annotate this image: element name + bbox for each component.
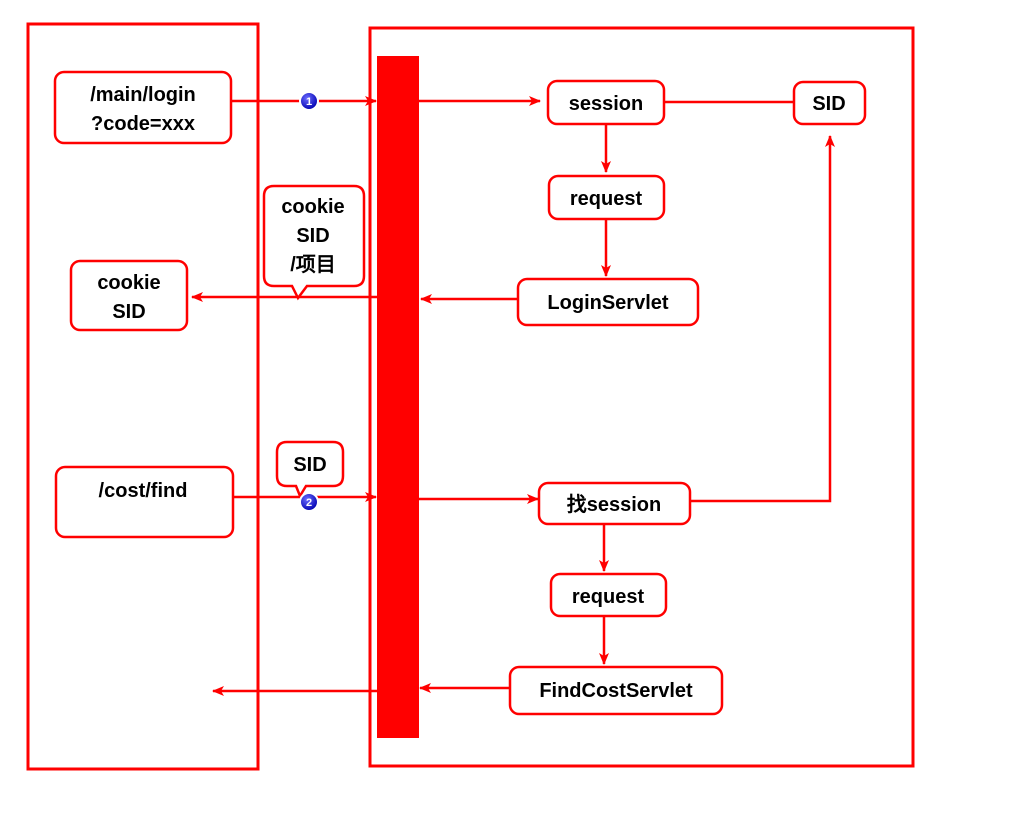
client-panel (26, 22, 260, 771)
step-2-number: 2 (306, 497, 312, 509)
arrow-find-session-to-sid (690, 135, 835, 503)
client-cookie-line1: cookie (97, 272, 160, 294)
request-box-1: request (547, 174, 666, 221)
response-cookie-callout: cookie SID /项目 (262, 184, 366, 301)
find-cost-servlet-label: FindCostServlet (539, 680, 693, 702)
find-request-box: /cost/find (54, 465, 235, 539)
login-servlet-box: LoginServlet (516, 277, 700, 327)
login-url-line1: /main/login (90, 84, 196, 106)
find-cost-servlet-box: FindCostServlet (508, 665, 724, 716)
sid-box: SID (792, 80, 867, 126)
login-request-box: /main/login ?code=xxx (53, 70, 233, 145)
find-session-label: 找session (567, 492, 661, 516)
step-marker-1: 1 (299, 91, 319, 111)
callout-cookie-line1: cookie (281, 196, 344, 218)
callout-sid: SID (293, 454, 326, 476)
client-cookie-box: cookie SID (69, 259, 189, 332)
callout-cookie-line3: /项目 (290, 253, 336, 276)
server-panel (368, 26, 915, 768)
session-label: session (569, 93, 643, 115)
request-2-label: request (572, 586, 645, 608)
client-cookie-line2: SID (112, 301, 145, 323)
request-sid-callout: SID (275, 440, 345, 499)
callout-cookie-line2: SID (296, 225, 329, 247)
login-url-line2: ?code=xxx (91, 113, 195, 135)
step-1-number: 1 (306, 96, 312, 108)
find-url: /cost/find (99, 480, 188, 502)
request-box-2: request (549, 572, 668, 618)
session-box: session (546, 79, 666, 126)
step-marker-2: 2 (299, 492, 319, 512)
server-gateway-bar (377, 56, 419, 738)
find-session-box: 找session (537, 481, 692, 526)
login-servlet-label: LoginServlet (547, 292, 668, 314)
sid-label: SID (812, 93, 845, 115)
request-1-label: request (570, 188, 643, 210)
